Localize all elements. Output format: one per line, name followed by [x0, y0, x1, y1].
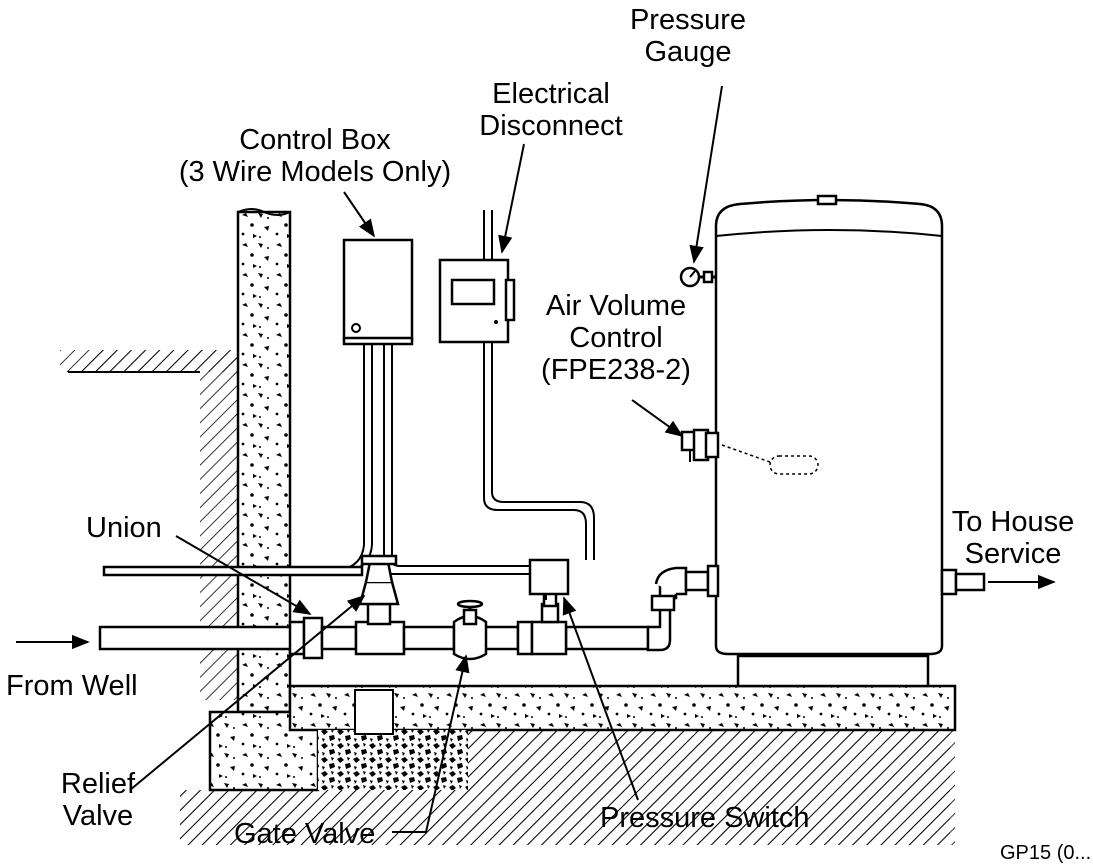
electrical-disconnect-line-1: Electrical	[492, 78, 610, 110]
relief-valve-label: Relief Valve	[50, 768, 146, 832]
relief-valve-line-1: Relief	[60, 768, 136, 800]
air-volume-control-valve	[680, 428, 720, 462]
to-house-service-line-1: To House	[951, 506, 1075, 538]
air-volume-control-line-1: Air Volume	[545, 290, 687, 322]
electrical-disconnect-label: Electrical Disconnect	[466, 78, 636, 142]
to-house-service-line-2: Service	[964, 538, 1062, 570]
leader-lines	[129, 85, 723, 833]
concrete-wall	[208, 208, 320, 792]
relief-valve-line-2: Valve	[62, 800, 134, 832]
wire-line	[102, 565, 364, 577]
air-volume-control-line-2: Control	[569, 322, 663, 354]
union-label: Union	[86, 512, 162, 544]
figure-code: GP15 (0...	[1000, 842, 1092, 864]
control-box-line-1: Control Box	[239, 124, 391, 156]
gate-valve-label: Gate Valve	[234, 818, 376, 850]
electrical-disconnect-box	[383, 210, 595, 575]
pressure-tank	[714, 194, 986, 688]
concrete-floor	[288, 684, 957, 790]
air-volume-control-line-3: (FPE238-2)	[541, 354, 691, 386]
pressure-gauge-label: Pressure Gauge	[614, 4, 762, 68]
gate-valve	[452, 599, 488, 661]
to-house-service-label: To House Service	[938, 506, 1088, 570]
control-box-line-2: (3 Wire Models Only)	[178, 156, 452, 188]
air-volume-control-label: Air Volume Control (FPE238-2)	[528, 290, 704, 386]
control-box-label: Control Box (3 Wire Models Only)	[160, 124, 470, 188]
electrical-disconnect-line-2: Disconnect	[479, 110, 623, 142]
pressure-switch-label: Pressure Switch	[600, 802, 810, 834]
from-well-label: From Well	[6, 670, 138, 702]
pipeline	[98, 564, 720, 660]
control-box	[339, 238, 414, 571]
pressure-gauge-line-2: Gauge	[644, 36, 732, 68]
pressure-gauge-icon	[679, 266, 716, 288]
relief-valve	[358, 554, 400, 626]
pressure-gauge-line-1: Pressure	[629, 4, 747, 36]
flow-arrows	[16, 574, 1056, 650]
pressure-switch	[528, 558, 570, 656]
